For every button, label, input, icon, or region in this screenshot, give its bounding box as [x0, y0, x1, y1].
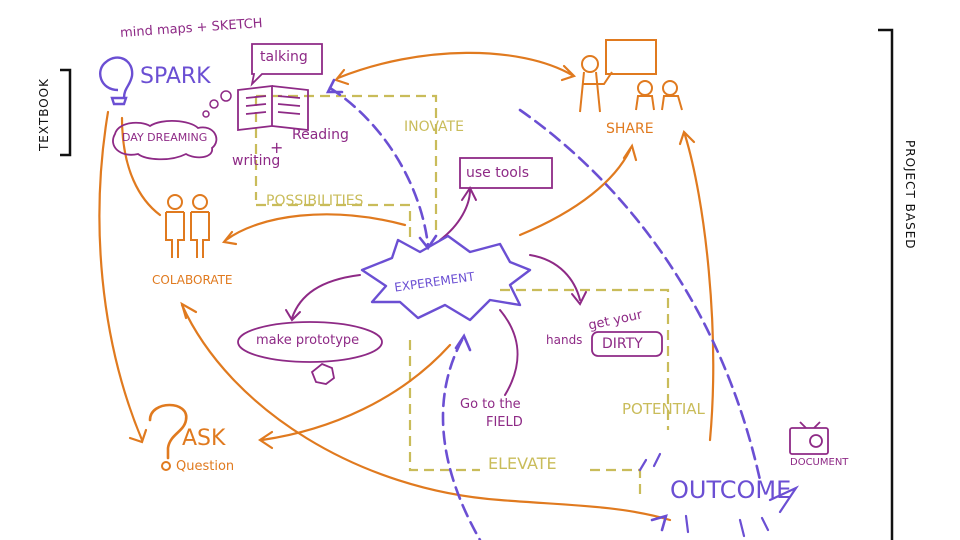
- use-tools-box: [459, 157, 553, 189]
- share-label: SHARE: [606, 121, 654, 137]
- project-bracket: [878, 28, 894, 540]
- spark-label: SPARK: [140, 64, 211, 89]
- project-based-label: PROJECT BASED: [903, 140, 917, 250]
- question-mark-icon: [148, 403, 188, 460]
- lightbulb-icon: [99, 56, 134, 106]
- plus-label: +: [270, 138, 284, 157]
- outcome-label: OUTCOME: [670, 476, 792, 504]
- dirty-box: [591, 331, 663, 357]
- camera-icon: [789, 421, 829, 455]
- ask-label: ASK: [182, 426, 226, 451]
- thought-dots: [202, 90, 232, 118]
- violet-dashed-arrows: [328, 86, 762, 540]
- book-icon: [237, 84, 309, 132]
- outcome-marks: [638, 452, 800, 538]
- collaborate-label: COLABORATE: [152, 273, 233, 287]
- collaborate-people-icon: [165, 194, 210, 258]
- experiment-starburst: [360, 234, 532, 322]
- elevate-label: ELEVATE: [488, 454, 557, 473]
- gear-icon: [310, 362, 335, 385]
- question-label: Question: [176, 459, 235, 474]
- talking-bubble: [250, 43, 323, 87]
- document-label: DOCUMENT: [790, 457, 849, 468]
- hands-label: hands: [546, 333, 583, 347]
- textbook-bracket: [60, 68, 72, 157]
- writing-label: writing: [232, 153, 281, 169]
- textbook-label: TEXTBOOK: [37, 78, 51, 152]
- dirty-label: DIRTY: [602, 336, 643, 352]
- talking-label: talking: [260, 49, 308, 65]
- go-to-the-label: Go to the: [460, 397, 521, 412]
- use-tools-label: use tools: [466, 165, 530, 181]
- possibilities-label: POSSIBILITIES: [266, 193, 364, 209]
- purple-arrows: [285, 186, 587, 396]
- question-dot: [161, 461, 171, 471]
- presenter-icon: [579, 39, 683, 113]
- innovate-label: INOVATE: [404, 119, 464, 135]
- potential-label: POTENTIAL: [622, 400, 705, 418]
- make-prototype-bubble: [237, 321, 383, 363]
- orange-arrows: [98, 51, 715, 522]
- day-dreaming-label: DAY DREAMING: [122, 131, 208, 144]
- reading-label: Reading: [292, 127, 349, 143]
- day-dreaming-cloud: [112, 120, 218, 161]
- make-prototype-label: make prototype: [256, 333, 360, 348]
- field-label: FIELD: [486, 415, 523, 430]
